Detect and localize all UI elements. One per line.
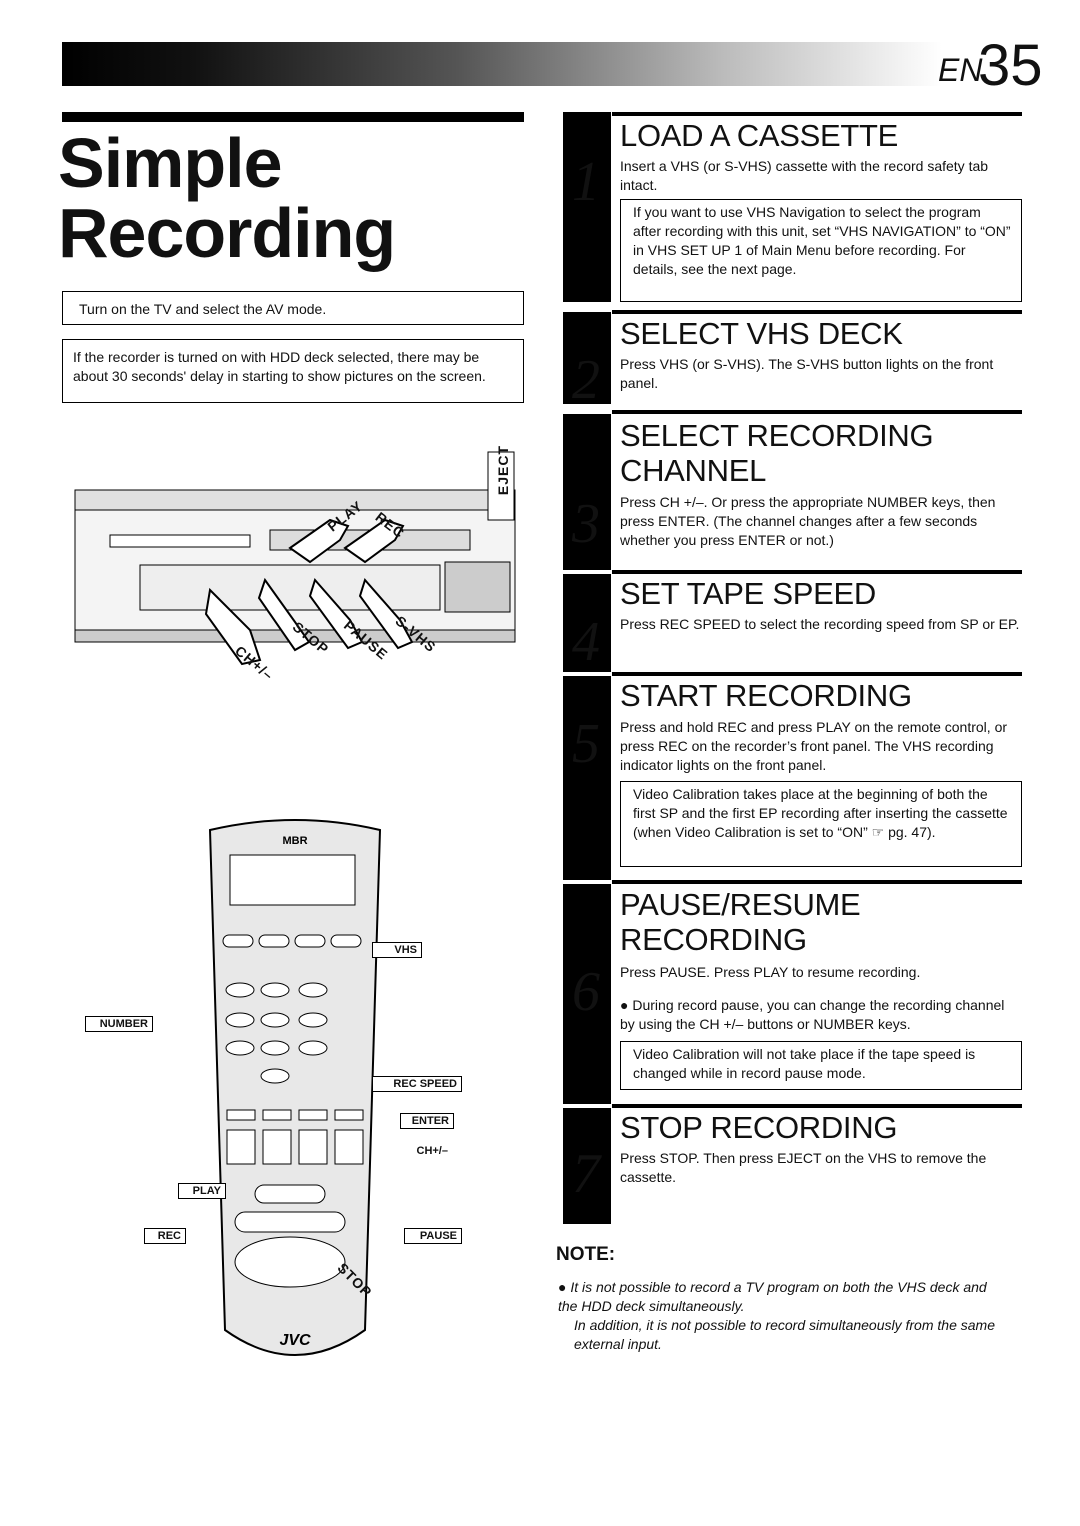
step-6-info-box: Video Calibration will not take place if…: [620, 1041, 1022, 1090]
step-7-title: STOP RECORDING: [620, 1110, 898, 1145]
step-2-bar: [563, 312, 611, 404]
note-line-1: ● It is not possible to record a TV prog…: [558, 1278, 1008, 1316]
step-1-number: 1: [572, 151, 600, 213]
bullet-icon: ●: [558, 1279, 567, 1295]
step-3-rule: [612, 410, 1022, 414]
step-7-text: Press STOP. Then press EJECT on the VHS …: [620, 1150, 987, 1185]
step-6-text: Press PAUSE. Press PLAY to resume record…: [620, 964, 921, 980]
note-text: ● It is not possible to record a TV prog…: [558, 1278, 1008, 1354]
note-line-2: In addition, it is not possible to recor…: [574, 1317, 995, 1352]
hdd-note-box: If the recorder is turned on with HDD de…: [62, 339, 524, 403]
remote-vhs-callout: VHS: [372, 942, 422, 958]
step-7-bar: [563, 1108, 611, 1224]
remote-number-callout: NUMBER: [85, 1016, 153, 1032]
step-1-text: Insert a VHS (or S-VHS) cassette with th…: [620, 158, 989, 193]
remote-rec-callout: REC: [144, 1228, 186, 1244]
svg-text:MBR: MBR: [282, 835, 307, 847]
header-gradient-bar: [62, 42, 942, 86]
step-1-title: LOAD A CASSETTE: [620, 118, 899, 153]
step-6-bullet-text: During record pause, you can change the …: [620, 997, 1005, 1032]
note-line-1-text: It is not possible to record a TV progra…: [558, 1279, 987, 1314]
note-heading: NOTE:: [556, 1244, 616, 1265]
svg-text:JVC: JVC: [279, 1332, 311, 1349]
step-4-bar: [563, 574, 611, 672]
step-1-rule: [612, 112, 1022, 116]
step-6-rule: [612, 880, 1022, 884]
remote-rec-speed-callout: REC SPEED: [372, 1076, 462, 1092]
step-6-bullet: ● During record pause, you can change th…: [620, 996, 1022, 1034]
bullet-icon: ●: [620, 997, 629, 1013]
step-6-title: PAUSE/RESUME RECORDING: [620, 887, 861, 957]
step-3-title: SELECT RECORDING CHANNEL: [620, 418, 934, 488]
step-5-rule: [612, 672, 1022, 676]
step-4-rule: [612, 570, 1022, 574]
step-3-number: 3: [572, 493, 600, 555]
step-4-number: 4: [572, 611, 600, 673]
remote-illustration: MBR JVC: [208, 819, 382, 1356]
step-5-title: START RECORDING: [620, 678, 912, 713]
remote-ch-callout: CH+/–: [400, 1144, 452, 1158]
step-4-title: SET TAPE SPEED: [620, 576, 876, 611]
title-line-1: Simple: [58, 124, 283, 202]
step-2-text: Press VHS (or S-VHS). The S-VHS button l…: [620, 356, 994, 391]
step-5-bar: [563, 676, 611, 880]
step-2-rule: [612, 310, 1022, 314]
step-5-text: Press and hold REC and press PLAY on the…: [620, 719, 1008, 773]
remote-pause-callout: PAUSE: [404, 1228, 462, 1244]
language-label: EN: [938, 52, 983, 88]
step-6-bar: [563, 884, 611, 1104]
remote-enter-callout: ENTER: [400, 1113, 454, 1129]
vcr-eject-label: EJECT: [495, 444, 512, 496]
step-5-number: 5: [572, 713, 600, 775]
step-7-rule: [612, 1104, 1022, 1108]
step-5-info-box: Video Calibration takes place at the beg…: [620, 781, 1022, 867]
step-6-number: 6: [572, 961, 600, 1023]
step-3-bar: [563, 414, 611, 570]
tv-note-box: Turn on the TV and select the AV mode.: [62, 291, 524, 325]
step-3-text: Press CH +/–. Or press the appropriate N…: [620, 494, 996, 548]
step-1-bar: [563, 112, 611, 302]
title-line-2: Recording: [58, 194, 396, 272]
page-number: 35: [978, 33, 1043, 98]
step-1-info-box: If you want to use VHS Navigation to sel…: [620, 199, 1022, 302]
page-title: Simple Recording: [58, 124, 396, 272]
step-7-number: 7: [572, 1143, 600, 1205]
step-4-text: Press REC SPEED to select the recording …: [620, 616, 1020, 632]
vcr-illustration: [74, 451, 516, 666]
title-rule: [62, 112, 524, 122]
step-2-title: SELECT VHS DECK: [620, 316, 903, 351]
remote-play-callout: PLAY: [178, 1183, 226, 1199]
step-2-number: 2: [572, 349, 600, 411]
